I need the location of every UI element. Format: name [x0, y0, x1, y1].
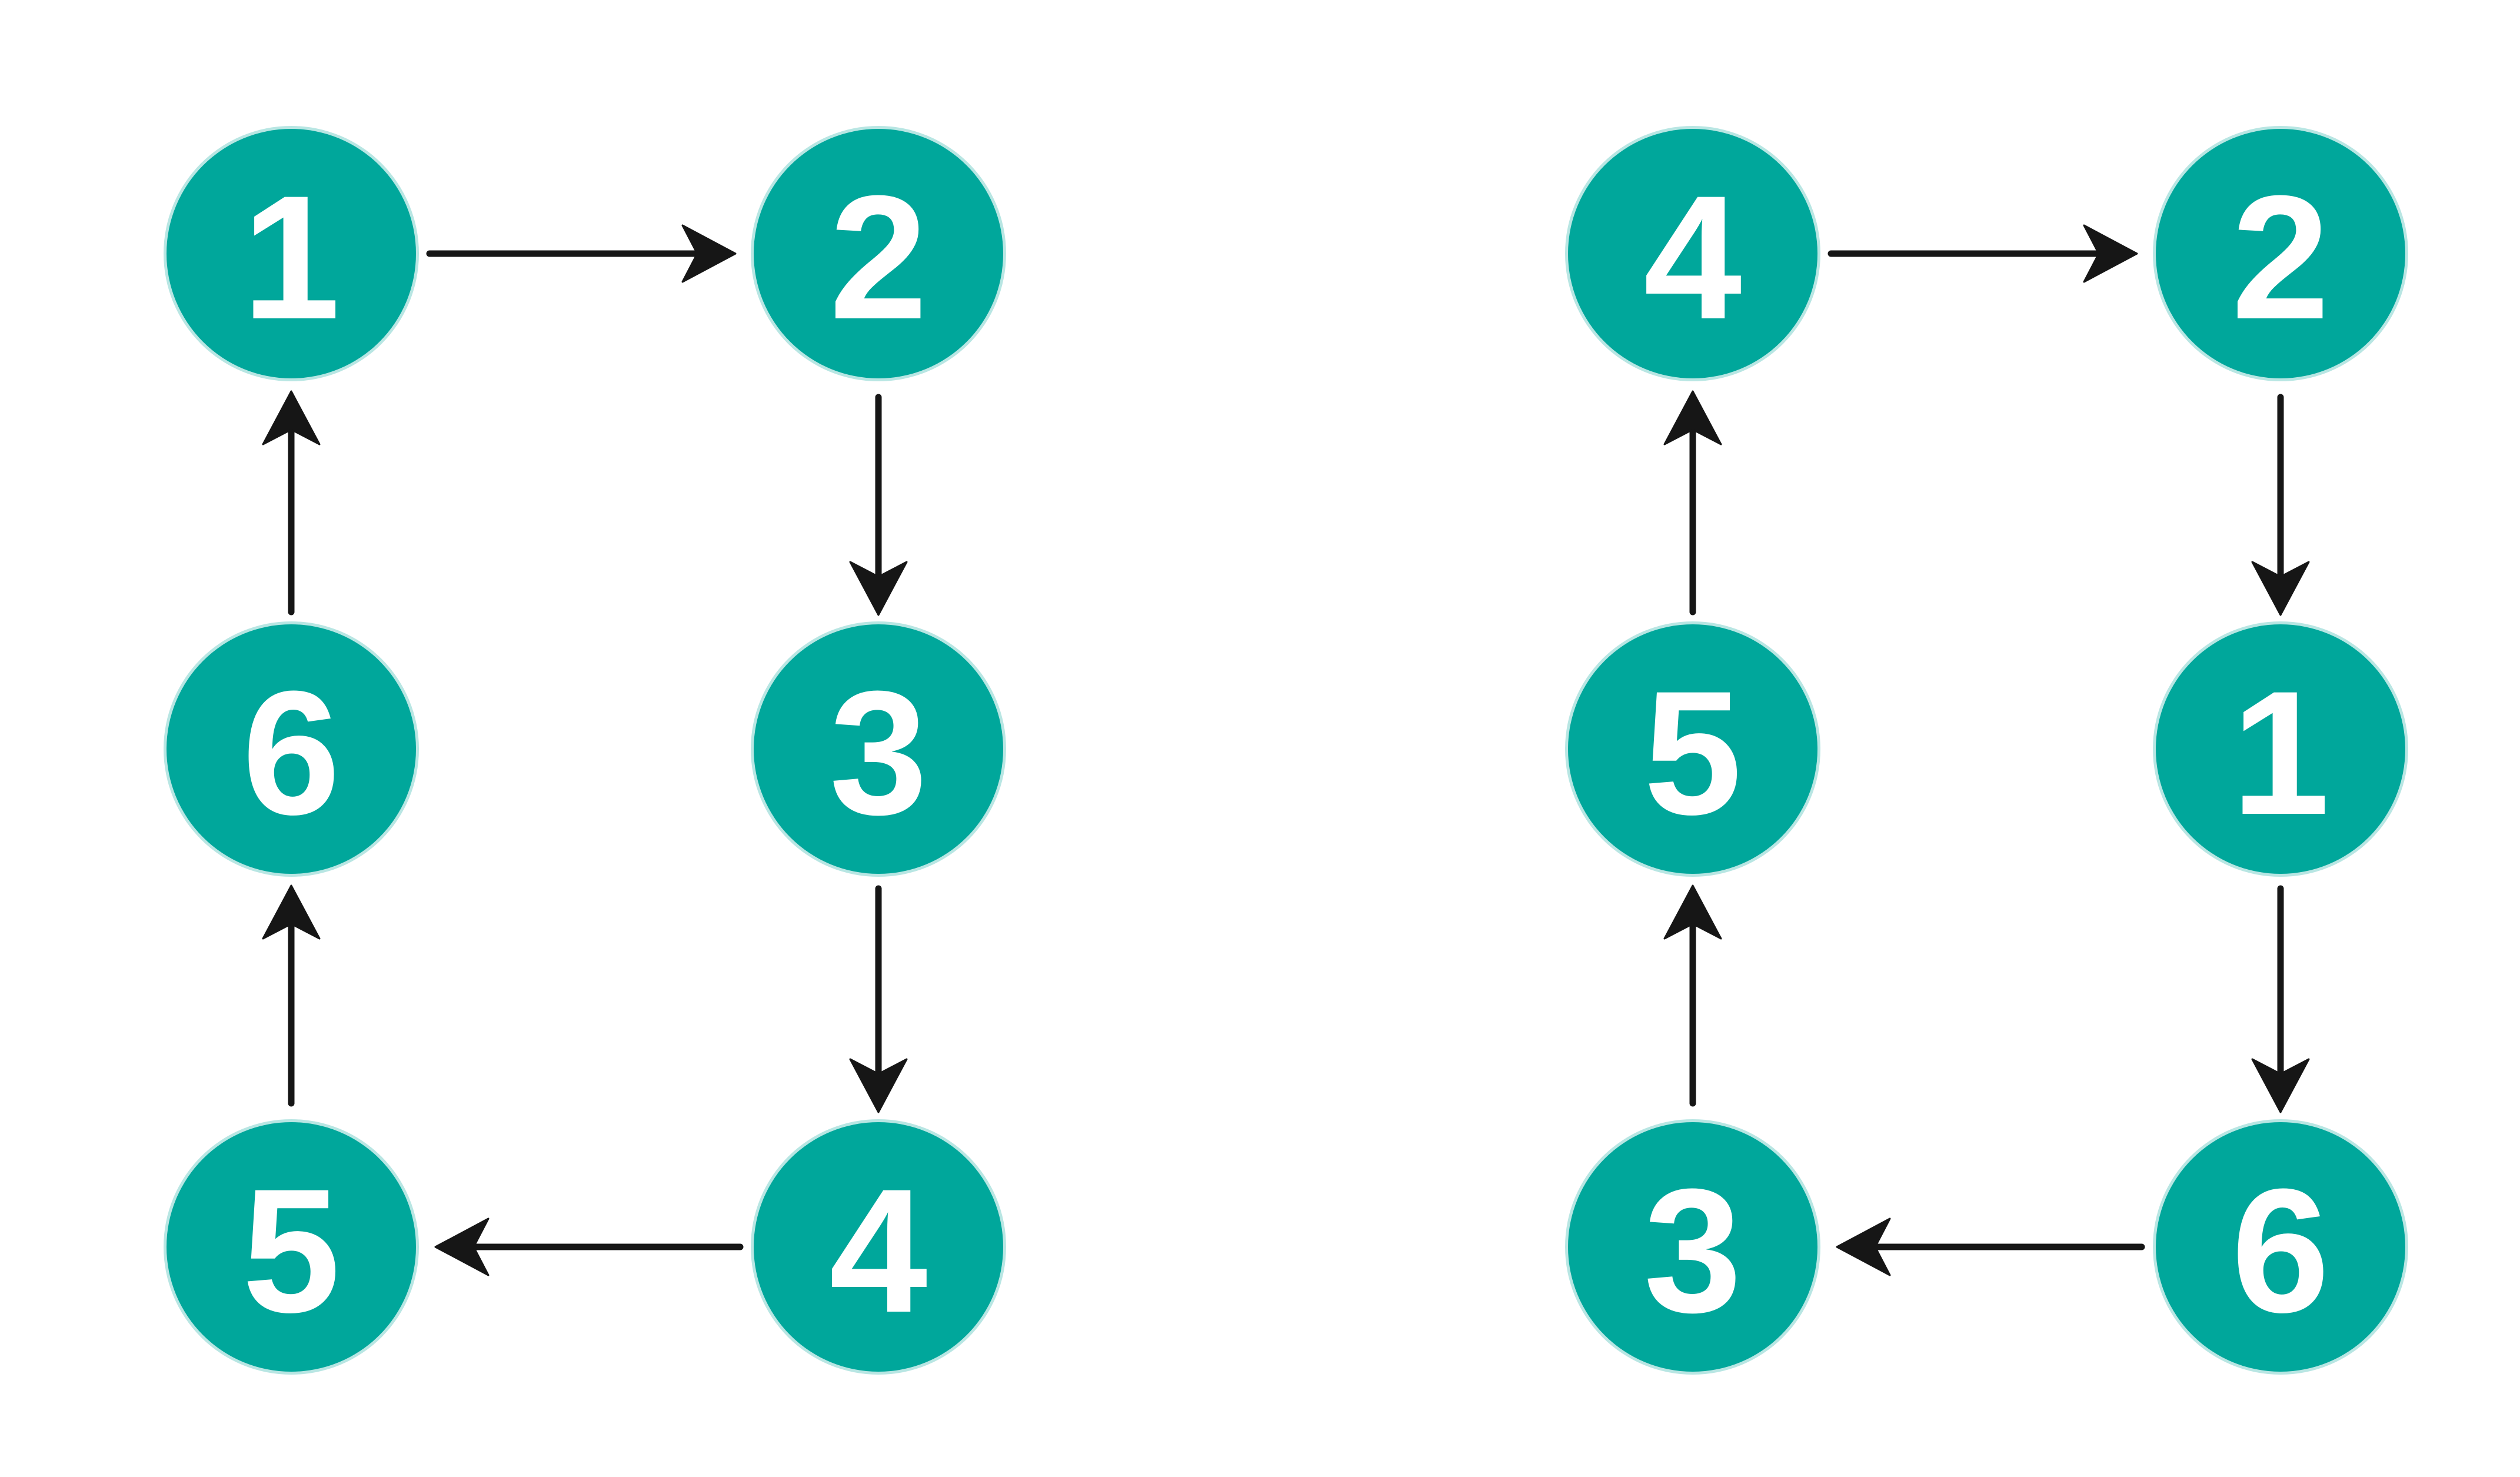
right-node-6: 6 [2156, 1122, 2405, 1372]
right-arrow-1-to-6 [2251, 885, 2310, 1113]
left-arrow-4-to-5 [434, 1217, 744, 1276]
left-node-2: 2 [754, 129, 1003, 378]
left-arrow-2-to-3 [849, 394, 908, 616]
node-label: 5 [1643, 654, 1742, 851]
node-label: 3 [829, 654, 928, 851]
node-label: 5 [242, 1152, 341, 1349]
right-node-1: 1 [2156, 624, 2405, 874]
left-node-5: 5 [167, 1122, 416, 1372]
left-arrow-1-to-2 [426, 224, 737, 283]
node-label: 4 [829, 1152, 928, 1349]
node-label: 1 [242, 158, 341, 356]
node-label: 2 [829, 158, 928, 356]
right-node-3: 3 [1568, 1122, 1817, 1372]
right-arrow-6-to-3 [1836, 1217, 2145, 1276]
right-arrow-5-to-4 [1663, 390, 1722, 616]
left-node-1: 1 [167, 129, 416, 378]
left-arrow-6-to-1 [262, 390, 321, 616]
right-arrow-4-to-2 [1827, 224, 2138, 283]
right-node-4: 4 [1568, 129, 1817, 378]
node-label: 6 [2231, 1152, 2330, 1349]
node-label: 2 [2231, 158, 2330, 356]
right-arrow-3-to-5 [1663, 884, 1722, 1107]
node-label: 6 [242, 654, 341, 851]
node-label: 4 [1643, 158, 1742, 356]
left-arrow-5-to-6 [262, 884, 321, 1107]
right-node-2: 2 [2156, 129, 2405, 378]
right-node-5: 5 [1568, 624, 1817, 874]
left-node-6: 6 [167, 624, 416, 874]
node-label: 3 [1643, 1152, 1742, 1349]
right-arrow-2-to-1 [2251, 394, 2310, 616]
node-label: 1 [2231, 654, 2330, 851]
left-node-4: 4 [754, 1122, 1003, 1372]
left-arrow-3-to-4 [849, 885, 908, 1113]
left-node-3: 3 [754, 624, 1003, 874]
